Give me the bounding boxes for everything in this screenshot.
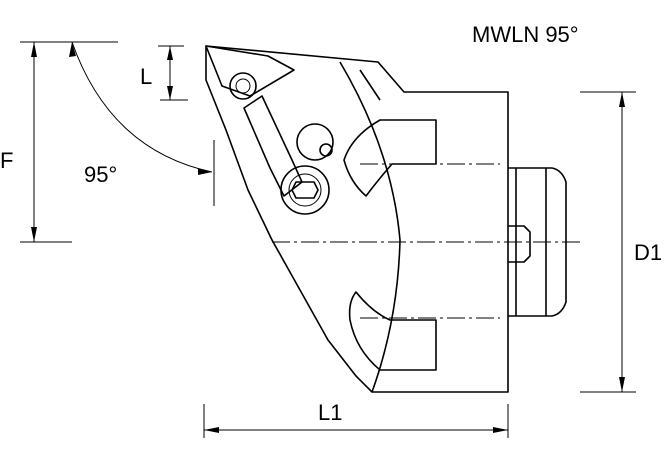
center-lines xyxy=(272,163,580,319)
dimension-l: L xyxy=(140,45,188,101)
dimension-f: F xyxy=(0,41,118,243)
angle-dimension: 95° xyxy=(69,41,215,206)
label-l1: L1 xyxy=(318,400,342,425)
dimension-d1: D1 xyxy=(580,91,662,393)
holder-body xyxy=(205,45,567,393)
dimension-l1: L1 xyxy=(203,400,509,438)
label-f: F xyxy=(0,148,13,173)
label-l: L xyxy=(140,64,152,89)
label-angle: 95° xyxy=(84,162,117,187)
label-d1: D1 xyxy=(634,240,662,265)
title: MWLN 95° xyxy=(472,22,579,47)
